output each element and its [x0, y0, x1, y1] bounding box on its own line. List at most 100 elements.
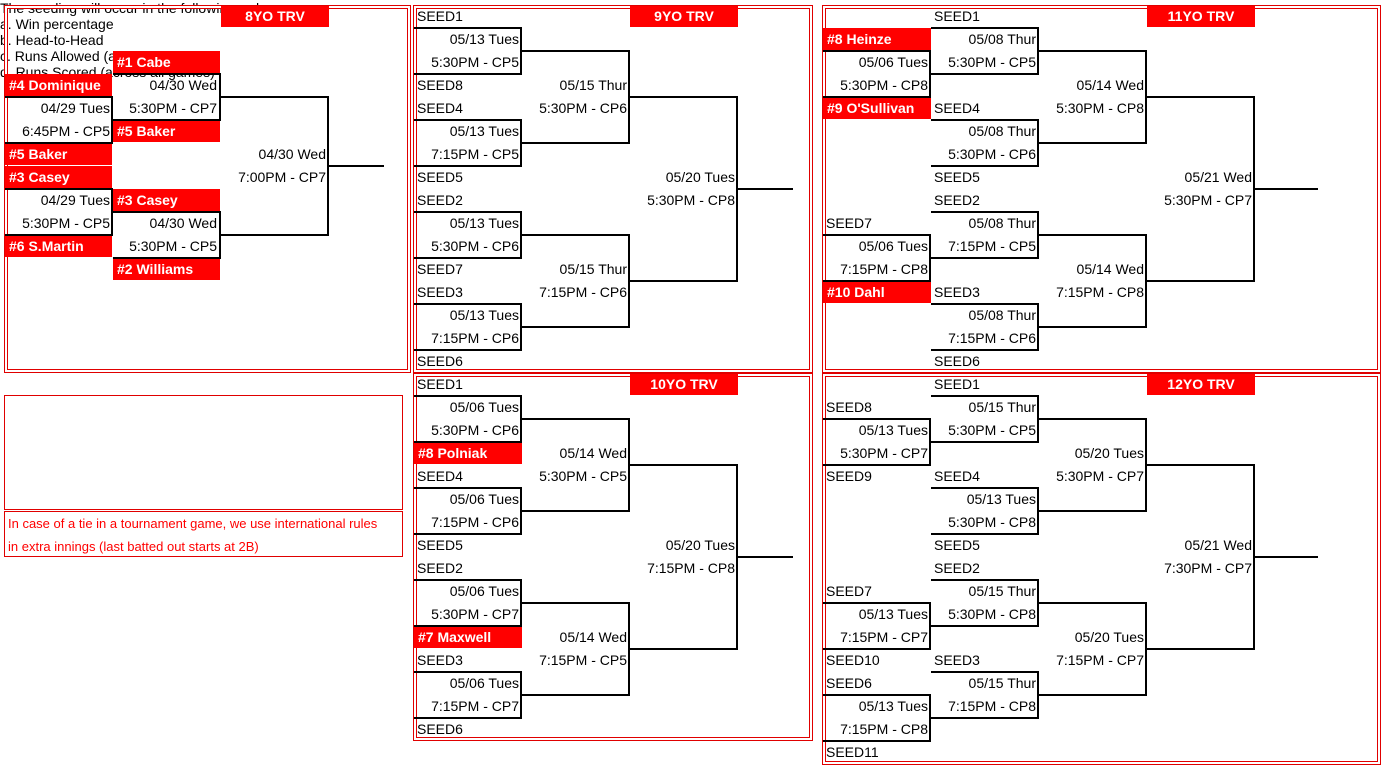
game-time: 5:30PM - CP6 — [948, 146, 1036, 162]
team-dahl: #10 Dahl — [823, 281, 931, 303]
game-time: 7:15PM - CP5 — [539, 652, 627, 668]
seed-label: SEED5 — [417, 169, 463, 185]
bracket-line — [630, 464, 738, 466]
bracket-line — [1147, 464, 1255, 466]
bracket-line — [111, 188, 113, 236]
game-time: 7:15PM - CP5 — [431, 146, 519, 162]
seed-label: SEED10 — [826, 652, 880, 668]
game-time: 5:30PM - CP8 — [647, 192, 735, 208]
bracket-line — [111, 96, 113, 144]
bracket-line — [5, 142, 113, 144]
bracket-line — [414, 533, 522, 535]
bracket-line — [630, 280, 738, 282]
game-date: 05/15 Thur — [559, 77, 627, 93]
seed-label: SEED11 — [826, 744, 879, 760]
seed-label: SEED2 — [934, 560, 980, 576]
bracket-line — [931, 303, 1039, 305]
game-date: 05/08 Thur — [968, 123, 1036, 139]
bracket-line — [1039, 142, 1147, 144]
bracket-line — [736, 96, 738, 282]
seed-label: SEED2 — [934, 192, 980, 208]
seed-label: SEED6 — [934, 353, 980, 369]
bracket-line — [414, 671, 522, 673]
bracket-line — [823, 418, 931, 420]
bracket-line — [5, 96, 113, 98]
bracket-line — [1039, 326, 1147, 328]
seed-label: SEED7 — [417, 261, 463, 277]
bracket-line — [414, 579, 522, 581]
bracket-line — [931, 579, 1039, 581]
bracket-line — [414, 119, 522, 121]
seed-label: SEED6 — [826, 675, 872, 691]
bracket-line — [823, 50, 931, 52]
game-date: 05/14 Wed — [1076, 261, 1144, 277]
bracket-line — [1253, 96, 1255, 282]
bracket-line — [1147, 648, 1255, 650]
game-date: 05/15 Thur — [968, 583, 1036, 599]
bracket-line — [1147, 96, 1255, 98]
bracket-line — [414, 73, 522, 75]
game-time: 5:30PM - CP5 — [539, 468, 627, 484]
game-time: 5:30PM - CP5 — [948, 54, 1036, 70]
game-date: 05/14 Wed — [559, 629, 627, 645]
bracket-line — [219, 211, 221, 259]
bracket-line — [931, 441, 1039, 443]
bracket-line — [522, 50, 630, 52]
game-date: 05/15 Thur — [968, 399, 1036, 415]
bracket-line — [522, 326, 630, 328]
game-time: 7:15PM - CP8 — [1056, 284, 1144, 300]
bracket-line — [1037, 303, 1039, 351]
bracket-line — [628, 234, 630, 328]
bracket-line — [628, 50, 630, 144]
bracket-line — [414, 349, 522, 351]
bracket-line — [522, 694, 630, 696]
bracket-line — [1037, 27, 1039, 75]
seed-label: SEED2 — [417, 560, 463, 576]
bracket-line — [414, 303, 522, 305]
game-time: 7:15PM - CP5 — [948, 238, 1036, 254]
seed-label: SEED1 — [934, 376, 980, 392]
game-date: 05/20 Tues — [665, 169, 735, 185]
bracket-line — [5, 234, 113, 236]
bracket-line — [931, 211, 1039, 213]
bracket-line — [931, 625, 1039, 627]
game-time: 5:30PM - CP8 — [1056, 100, 1144, 116]
bracket-line — [823, 280, 931, 282]
seed-label: SEED1 — [417, 376, 463, 392]
bracket-line — [931, 671, 1039, 673]
bracket-line — [738, 556, 793, 558]
team-heinze: #8 Heinze — [823, 28, 931, 50]
bracket-line — [520, 119, 522, 167]
game-time: 7:15PM - CP7 — [1056, 652, 1144, 668]
game-date: 05/06 Tues — [858, 238, 928, 254]
bracket-line — [736, 464, 738, 650]
bracket-line — [113, 257, 221, 259]
bracket-line — [221, 96, 329, 98]
bracket-line — [520, 303, 522, 351]
seeding-rule: b. Head-to-Head — [0, 32, 104, 48]
game-time: 5:30PM - CP6 — [431, 238, 519, 254]
bracket-line — [931, 717, 1039, 719]
game-time: 5:30PM - CP5 — [948, 422, 1036, 438]
bracket-10yo-panel — [413, 373, 813, 741]
bracket-line — [522, 142, 630, 144]
bracket-line — [520, 27, 522, 75]
game-date: 05/13 Tues — [449, 307, 519, 323]
team-casey: #3 Casey — [5, 166, 112, 188]
bracket-line — [931, 533, 1039, 535]
bracket-line — [823, 648, 931, 650]
bracket-line — [414, 211, 522, 213]
team-casey: #3 Casey — [113, 189, 220, 211]
game-date: 05/08 Thur — [968, 31, 1036, 47]
seed-label: SEED4 — [934, 468, 980, 484]
team-osullivan: #9 O'Sullivan — [823, 97, 931, 119]
bracket-line — [1145, 234, 1147, 328]
bracket-11yo-panel — [822, 5, 1381, 373]
bracket-line — [823, 234, 931, 236]
bracket-12yo-title: 12YO TRV — [1147, 374, 1255, 395]
bracket-line — [414, 257, 522, 259]
bracket-line — [1037, 119, 1039, 167]
bracket-line — [414, 441, 522, 443]
game-time: 7:15PM - CP6 — [539, 284, 627, 300]
bracket-line — [414, 165, 522, 167]
